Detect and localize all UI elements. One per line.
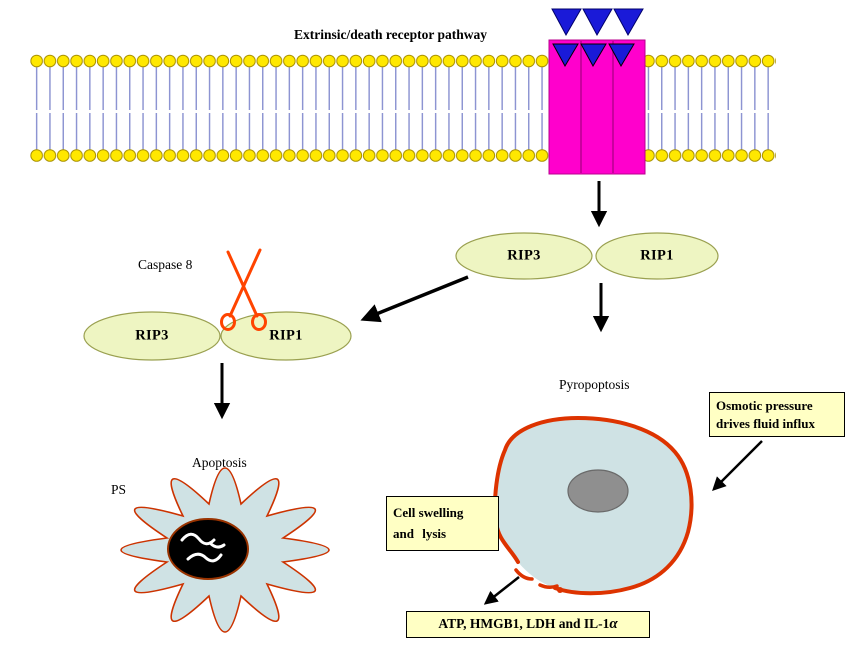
ligand-triangle-icon	[551, 8, 582, 37]
ps-label: PS	[111, 482, 127, 497]
rip3-label: RIP3	[135, 327, 169, 344]
scissors-icon	[220, 248, 267, 331]
apoptosis-label: Apoptosis	[192, 455, 247, 470]
arrow-cell-to-release	[483, 576, 520, 605]
rip1-label: RIP1	[269, 327, 303, 344]
receptor-ligand-triangle-icon	[580, 43, 607, 68]
membrane-bottom-leaflet	[30, 113, 776, 163]
chromatin-squiggle	[208, 541, 226, 549]
release-box: ATP, HMGB1, LDH and IL-1α	[406, 611, 650, 638]
pyroptotic-nucleus	[567, 469, 629, 513]
membrane-fragment	[514, 568, 534, 581]
membrane-fragment	[538, 583, 559, 590]
pyroptosis-label: Pyropoptosis	[559, 377, 630, 392]
scissors-handle	[251, 313, 267, 331]
scissors-handle	[220, 313, 236, 331]
arrow-osmotic-to-cell	[712, 440, 763, 491]
scissors-blade	[228, 248, 262, 318]
arrow-rip-to-cleaved	[360, 275, 469, 323]
rip3-label: RIP3	[507, 247, 541, 264]
rip1-ellipse	[595, 232, 719, 280]
release-alpha: α	[609, 616, 618, 632]
release-text: ATP, HMGB1, LDH and IL-1	[438, 616, 610, 631]
cell-swelling-box: Cell swelling and lysis	[386, 496, 499, 551]
rip3-ellipse	[83, 311, 221, 361]
chromatin-squiggle	[186, 552, 223, 563]
rip3-ellipse	[455, 232, 593, 280]
ligand-triangle-icon	[582, 8, 613, 37]
scissors-blade	[226, 250, 259, 318]
rip1-label: RIP1	[640, 247, 674, 264]
ligand-triangle-icon	[613, 8, 644, 37]
osmotic-pressure-box: Osmotic pressure drives fluid influx	[709, 392, 845, 438]
page-title: Extrinsic/death receptor pathway	[294, 27, 487, 42]
osmotic-line2: drives fluid influx	[716, 415, 815, 431]
membrane-fragment	[557, 587, 563, 593]
swelling-line1: Cell swelling	[393, 505, 464, 520]
apoptotic-nucleus	[167, 518, 249, 580]
swelling-line2: and lysis	[393, 526, 447, 542]
receptor-ligand-triangle-icon	[608, 43, 635, 68]
osmotic-line1: Osmotic pressure	[716, 398, 813, 413]
caspase8-label: Caspase 8	[138, 257, 193, 272]
membrane-top-leaflet	[30, 53, 776, 110]
receptor-ligand-triangle-icon	[552, 43, 579, 68]
